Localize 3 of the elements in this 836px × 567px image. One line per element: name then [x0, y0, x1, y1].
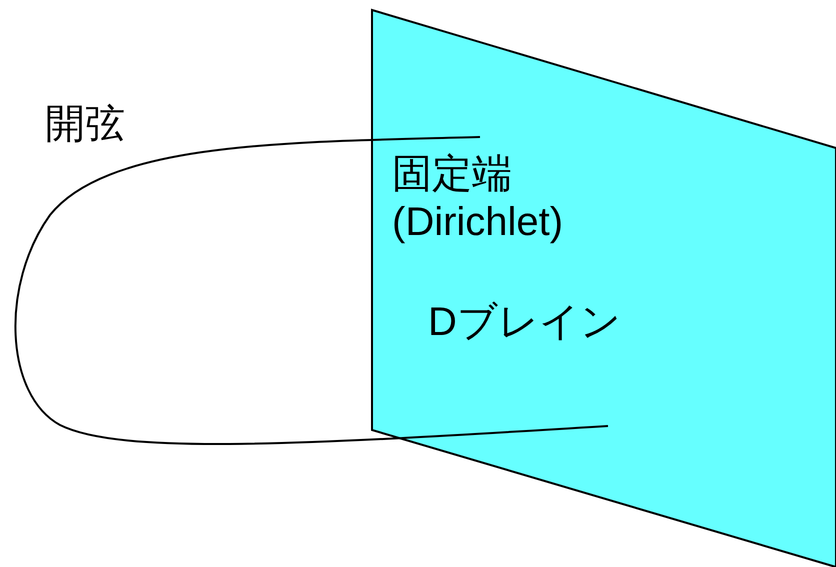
endpoint-label: 固定端 (Dirichlet)	[392, 151, 564, 246]
string-label: 開弦	[45, 101, 126, 148]
brane-label: Dブレイン	[428, 299, 621, 346]
